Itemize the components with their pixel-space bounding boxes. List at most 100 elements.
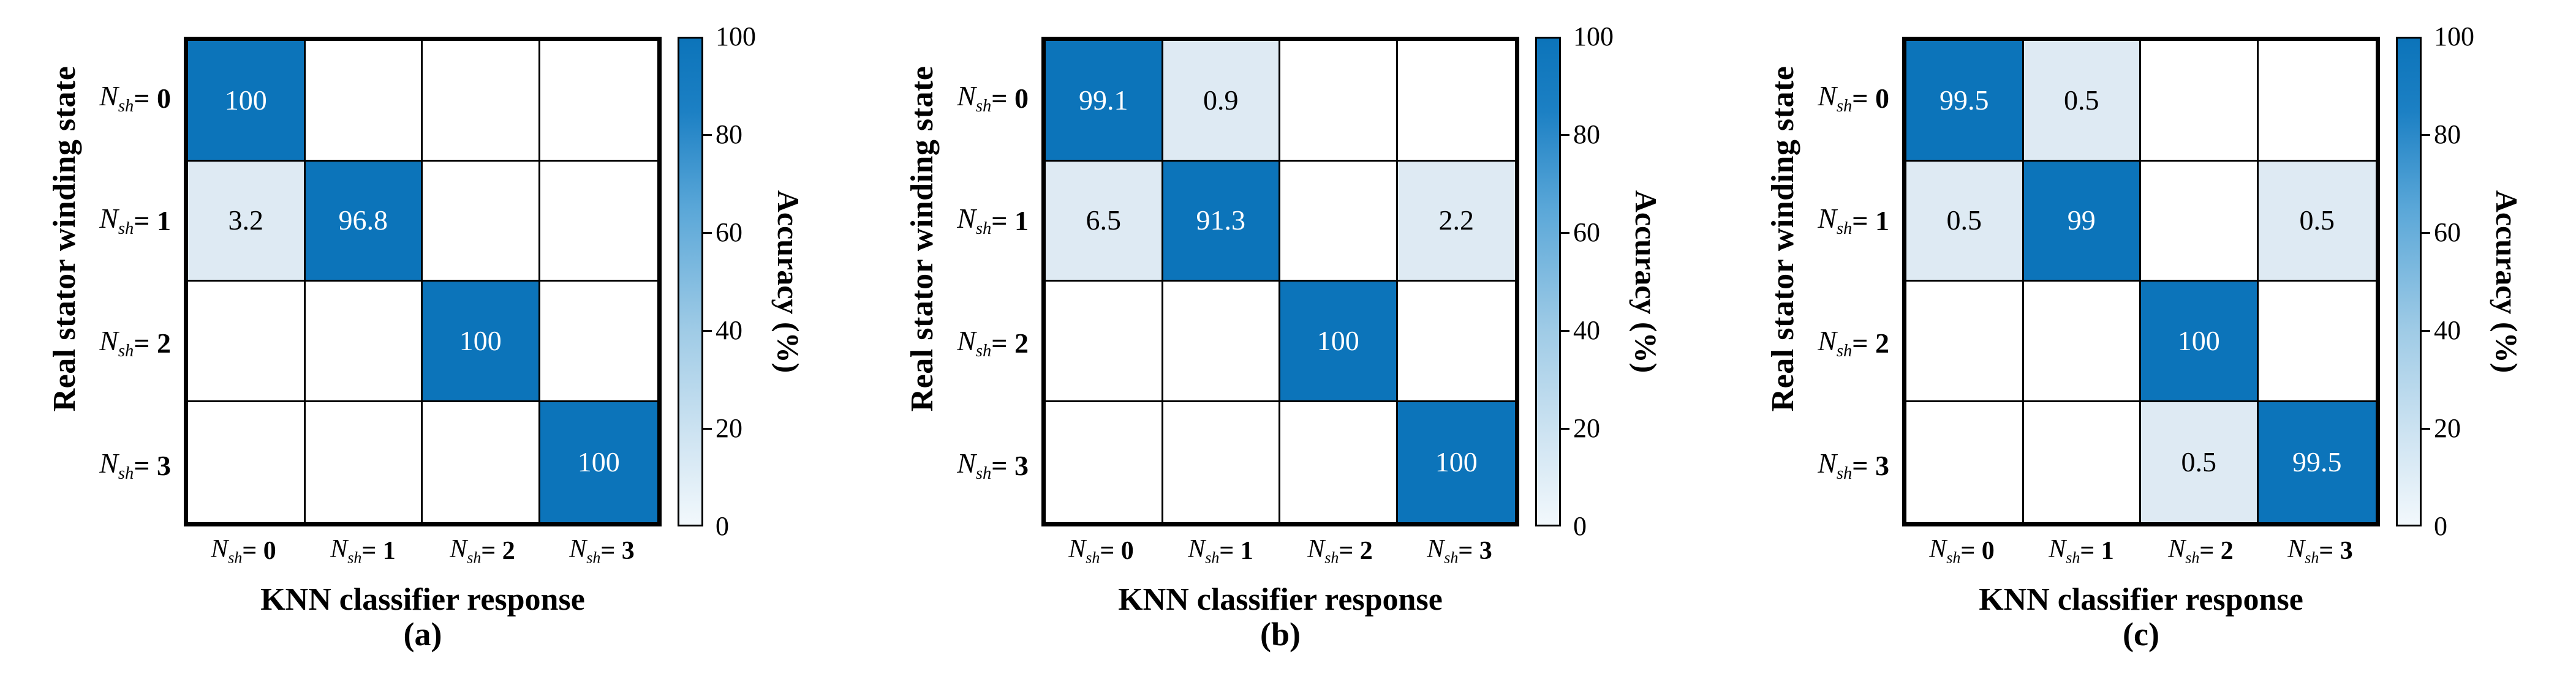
matrix-cell-r3-c1 xyxy=(305,402,423,522)
matrix-cell-value: 99.5 xyxy=(1940,84,1989,116)
subfigure-caption-a: (a) xyxy=(403,616,442,653)
x-axis-tick-label-0: Nsh = 0 xyxy=(1929,535,1995,567)
matrix-cell-r1-c2 xyxy=(423,161,540,282)
matrix-cell-r2-c1 xyxy=(305,282,423,402)
colorbar-tick-mark-icon xyxy=(703,231,712,234)
matrix-cell-r3-c0 xyxy=(188,402,306,522)
colorbar-tick-mark-icon xyxy=(1561,133,1569,136)
matrix-cell-r0-c2 xyxy=(1280,41,1398,162)
matrix-cell-r3-c1 xyxy=(1163,402,1280,522)
matrix-cell-r3-c2: 0.5 xyxy=(2141,402,2259,522)
colorbar-tick-text: 80 xyxy=(1573,119,1600,149)
matrix-cell-value: 0.5 xyxy=(2299,204,2335,236)
matrix-cell-r3-c3: 100 xyxy=(1397,402,1515,522)
matrix-cell-r1-c3: 2.2 xyxy=(1397,161,1515,282)
colorbar-title: Accuracy (%) xyxy=(771,190,806,373)
matrix-cell-r3-c0 xyxy=(1906,402,2024,522)
matrix-cell-r1-c2 xyxy=(1280,161,1398,282)
colorbar-tick-text: 100 xyxy=(716,21,756,51)
colorbar-tick-mark-icon xyxy=(703,329,712,332)
matrix-cell-value: 100 xyxy=(577,446,620,477)
matrix-cell-r1-c0: 0.5 xyxy=(1906,161,2024,282)
y-axis-tick-label-1: Nsh = 1 xyxy=(957,202,1029,239)
matrix-cell-r0-c3 xyxy=(540,41,657,162)
matrix-cell-r0-c3 xyxy=(2258,41,2376,162)
colorbar-gradient xyxy=(1535,37,1561,526)
y-axis-tick-label-1: Nsh = 1 xyxy=(1818,202,1889,239)
matrix-cell-r0-c3 xyxy=(1397,41,1515,162)
matrix-cell-r3-c3: 99.5 xyxy=(2258,402,2376,522)
matrix-cell-value: 0.9 xyxy=(1203,84,1239,116)
y-axis-tick-label-2: Nsh = 2 xyxy=(957,324,1029,361)
y-axis-tick-label-0: Nsh = 0 xyxy=(99,80,171,116)
matrix-cell-r3-c1 xyxy=(2023,402,2141,522)
matrix-cell-r3-c2 xyxy=(1280,402,1398,522)
matrix-cell-r1-c0: 6.5 xyxy=(1046,161,1163,282)
colorbar-tick-text: 80 xyxy=(2434,119,2461,149)
x-axis-tick-label-2: Nsh = 2 xyxy=(1307,535,1373,567)
matrix-cell-value: 99.1 xyxy=(1079,84,1128,116)
matrix-cell-value: 2.2 xyxy=(1438,204,1475,236)
colorbar-tick-text: 0 xyxy=(1573,511,1587,541)
matrix-cell-r1-c3: 0.5 xyxy=(2258,161,2376,282)
matrix-cell-r0-c2 xyxy=(423,41,540,162)
y-axis-tick-label-3: Nsh = 3 xyxy=(1818,447,1889,484)
subfigure-caption-b: (b) xyxy=(1260,616,1301,653)
matrix-cell-r0-c2 xyxy=(2141,41,2259,162)
colorbar-tick-mark-icon xyxy=(703,427,712,430)
matrix-cell-r2-c3 xyxy=(1397,282,1515,402)
colorbar-tick-mark-icon xyxy=(1561,427,1569,430)
colorbar-tick-text: 80 xyxy=(716,119,742,149)
colorbar-tick-text: 20 xyxy=(716,413,742,443)
matrix-cell-r0-c1: 0.9 xyxy=(1163,41,1280,162)
matrix-cell-r2-c3 xyxy=(540,282,657,402)
colorbar-tick-text: 0 xyxy=(716,511,729,541)
matrix-cell-r2-c0 xyxy=(1046,282,1163,402)
x-axis-tick-label-0: Nsh = 0 xyxy=(1068,535,1134,567)
x-axis-tick-label-3: Nsh = 3 xyxy=(2287,535,2353,567)
colorbar-gradient xyxy=(678,37,703,526)
subfigure-caption-c: (c) xyxy=(2123,616,2159,653)
y-axis-tick-label-2: Nsh = 2 xyxy=(1818,324,1889,361)
matrix-cell-r0-c1 xyxy=(305,41,423,162)
matrix-cell-r3-c3: 100 xyxy=(540,402,657,522)
y-axis-tick-label-3: Nsh = 3 xyxy=(99,447,171,484)
y-axis-tick-label-3: Nsh = 3 xyxy=(957,447,1029,484)
colorbar-tick-text: 60 xyxy=(1573,217,1600,247)
x-axis-title: KNN classifier response xyxy=(260,582,585,617)
matrix-cell-r0-c0: 99.1 xyxy=(1046,41,1163,162)
matrix-cell-value: 100 xyxy=(459,324,502,356)
matrix-cell-value: 99.5 xyxy=(2292,446,2342,477)
x-axis-tick-label-2: Nsh = 2 xyxy=(450,535,515,567)
x-axis-tick-label-0: Nsh = 0 xyxy=(211,535,276,567)
colorbar-tick-text: 60 xyxy=(716,217,742,247)
matrix-cell-r3-c0 xyxy=(1046,402,1163,522)
x-axis-title: KNN classifier response xyxy=(1979,582,2303,617)
colorbar-tick-mark-icon xyxy=(2422,231,2430,234)
matrix-cell-value: 0.5 xyxy=(2064,84,2099,116)
colorbar-tick-text: 0 xyxy=(2434,511,2447,541)
colorbar-tick-text: 40 xyxy=(1573,315,1600,345)
matrix-cell-r1-c1: 96.8 xyxy=(305,161,423,282)
x-axis-tick-label-1: Nsh = 1 xyxy=(1188,535,1253,567)
y-axis-tick-label-0: Nsh = 0 xyxy=(1818,80,1889,116)
matrix-cell-value: 100 xyxy=(1435,446,1478,477)
colorbar-tick-mark-icon xyxy=(2422,133,2430,136)
matrix-cell-r1-c3 xyxy=(540,161,657,282)
colorbar-title: Accuracy (%) xyxy=(1629,190,1663,373)
matrix-cell-r0-c0: 100 xyxy=(188,41,306,162)
matrix-cell-r0-c1: 0.5 xyxy=(2023,41,2141,162)
y-axis-tick-label-0: Nsh = 0 xyxy=(957,80,1029,116)
colorbar-tick-mark-icon xyxy=(1561,329,1569,332)
y-axis-tick-labels: Nsh = 0 Nsh = 1 Nsh = 2 Nsh = 3 xyxy=(919,37,1038,526)
matrix-cell-r3-c2 xyxy=(423,402,540,522)
